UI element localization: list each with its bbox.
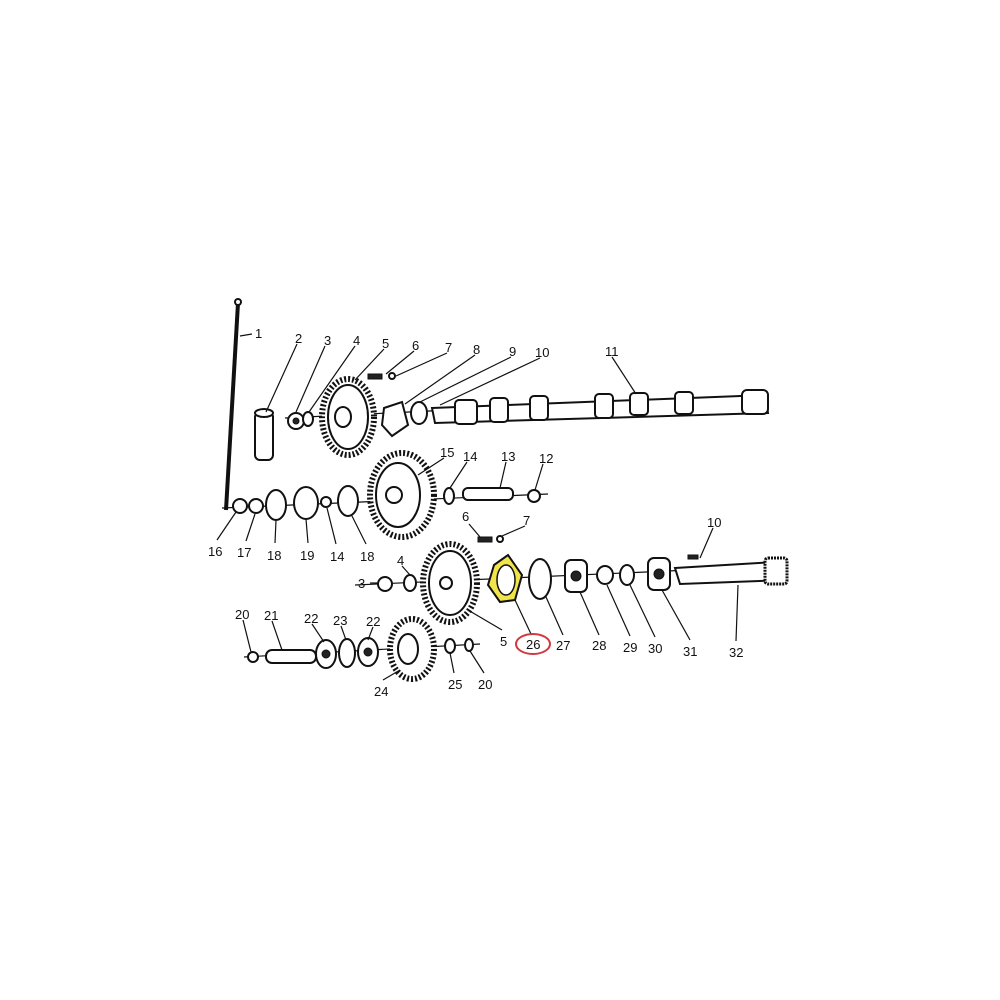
label-5: 5	[382, 336, 389, 351]
label-31: 31	[683, 644, 697, 659]
collar	[596, 565, 614, 585]
bearing	[357, 637, 379, 667]
label-9: 9	[509, 344, 516, 359]
circlip	[247, 651, 259, 663]
label-3: 3	[324, 333, 331, 348]
nut	[232, 498, 248, 514]
snap-ring	[619, 564, 635, 586]
ring	[293, 486, 319, 520]
gear-shaft	[265, 649, 317, 664]
washer	[320, 496, 332, 508]
label-27: 27	[556, 638, 570, 653]
thrust-plate	[380, 400, 410, 438]
bearing	[315, 639, 337, 669]
label-28: 28	[592, 638, 606, 653]
washer	[403, 574, 417, 592]
label-22: 22	[304, 611, 318, 626]
label-32: 32	[729, 645, 743, 660]
label-22: 22	[366, 614, 380, 629]
part-labels: 1 2 3 4 5 6 7 8 9 10 11 15 14 13 12 16 1…	[208, 326, 743, 699]
nut	[377, 576, 393, 592]
label-8: 8	[473, 342, 480, 357]
spacer-ring	[338, 638, 356, 668]
output-shaft	[673, 554, 789, 586]
label-5: 5	[500, 634, 507, 649]
label-24: 24	[374, 684, 388, 699]
label-29: 29	[623, 640, 637, 655]
label-26[interactable]: 26	[526, 637, 540, 652]
label-4: 4	[353, 333, 360, 348]
bolt-and-washer	[367, 372, 396, 380]
label-23: 23	[333, 613, 347, 628]
crankshaft-gear	[420, 541, 480, 625]
washer	[444, 638, 456, 654]
label-16: 16	[208, 544, 222, 559]
label-20: 20	[478, 677, 492, 692]
label-12: 12	[539, 451, 553, 466]
bolt-and-washer	[477, 535, 504, 543]
bearing	[337, 485, 359, 517]
bearing	[265, 489, 287, 521]
label-20: 20	[235, 607, 249, 622]
label-2: 2	[295, 331, 302, 346]
label-11: 11	[605, 344, 619, 359]
label-7: 7	[445, 340, 452, 355]
bearing-cover-plate-highlighted[interactable]	[486, 553, 524, 604]
drive-gear	[387, 616, 437, 682]
label-1: 1	[255, 326, 262, 341]
label-6: 6	[412, 338, 419, 353]
bearing	[647, 557, 671, 591]
bearing	[564, 559, 588, 593]
label-17: 17	[237, 545, 251, 560]
label-7: 7	[523, 513, 530, 528]
washer	[302, 411, 314, 427]
camshaft	[430, 389, 770, 425]
circlip	[464, 638, 474, 652]
label-13: 13	[501, 449, 515, 464]
push-rod	[224, 298, 242, 511]
label-3: 3	[358, 576, 365, 591]
lock-washer	[248, 498, 264, 514]
label-14: 14	[463, 449, 477, 464]
washer	[443, 487, 455, 505]
label-14: 14	[330, 549, 344, 564]
label-6: 6	[462, 509, 469, 524]
nut	[287, 412, 305, 430]
label-15: 15	[440, 445, 454, 460]
spacer	[410, 401, 428, 425]
label-18: 18	[267, 548, 281, 563]
label-30: 30	[648, 641, 662, 656]
camshaft-gear	[319, 376, 377, 458]
idler-gear	[367, 450, 437, 540]
label-10: 10	[707, 515, 721, 530]
label-19: 19	[300, 548, 314, 563]
ring	[528, 558, 552, 600]
highlight-callout-circle	[515, 633, 551, 655]
label-10: 10	[535, 345, 549, 360]
label-25: 25	[448, 677, 462, 692]
circlip	[527, 489, 541, 503]
leader-lines	[216, 333, 739, 681]
label-21: 21	[264, 608, 278, 623]
label-18: 18	[360, 549, 374, 564]
idler-shaft	[462, 487, 514, 501]
tappet	[254, 408, 274, 461]
label-4: 4	[397, 553, 404, 568]
